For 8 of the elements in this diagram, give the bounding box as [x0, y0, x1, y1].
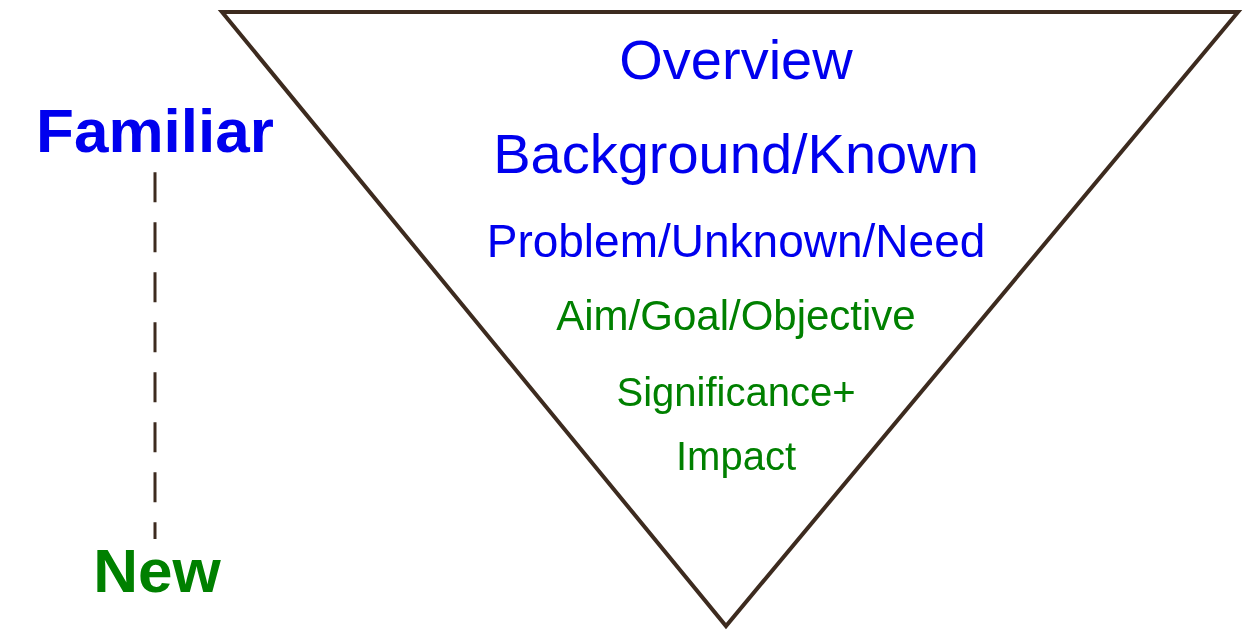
- section-label: Significance+ Impact: [615, 369, 857, 480]
- section-label: Background/Known: [493, 122, 979, 187]
- scale-label: New: [93, 535, 221, 607]
- scale-label: Familiar: [36, 95, 274, 167]
- dashed-line: [153, 172, 157, 539]
- section-label: Overview: [619, 28, 853, 93]
- section-label: Aim/Goal/Objective: [556, 292, 916, 341]
- section-label: Problem/Unknown/Need: [486, 215, 986, 268]
